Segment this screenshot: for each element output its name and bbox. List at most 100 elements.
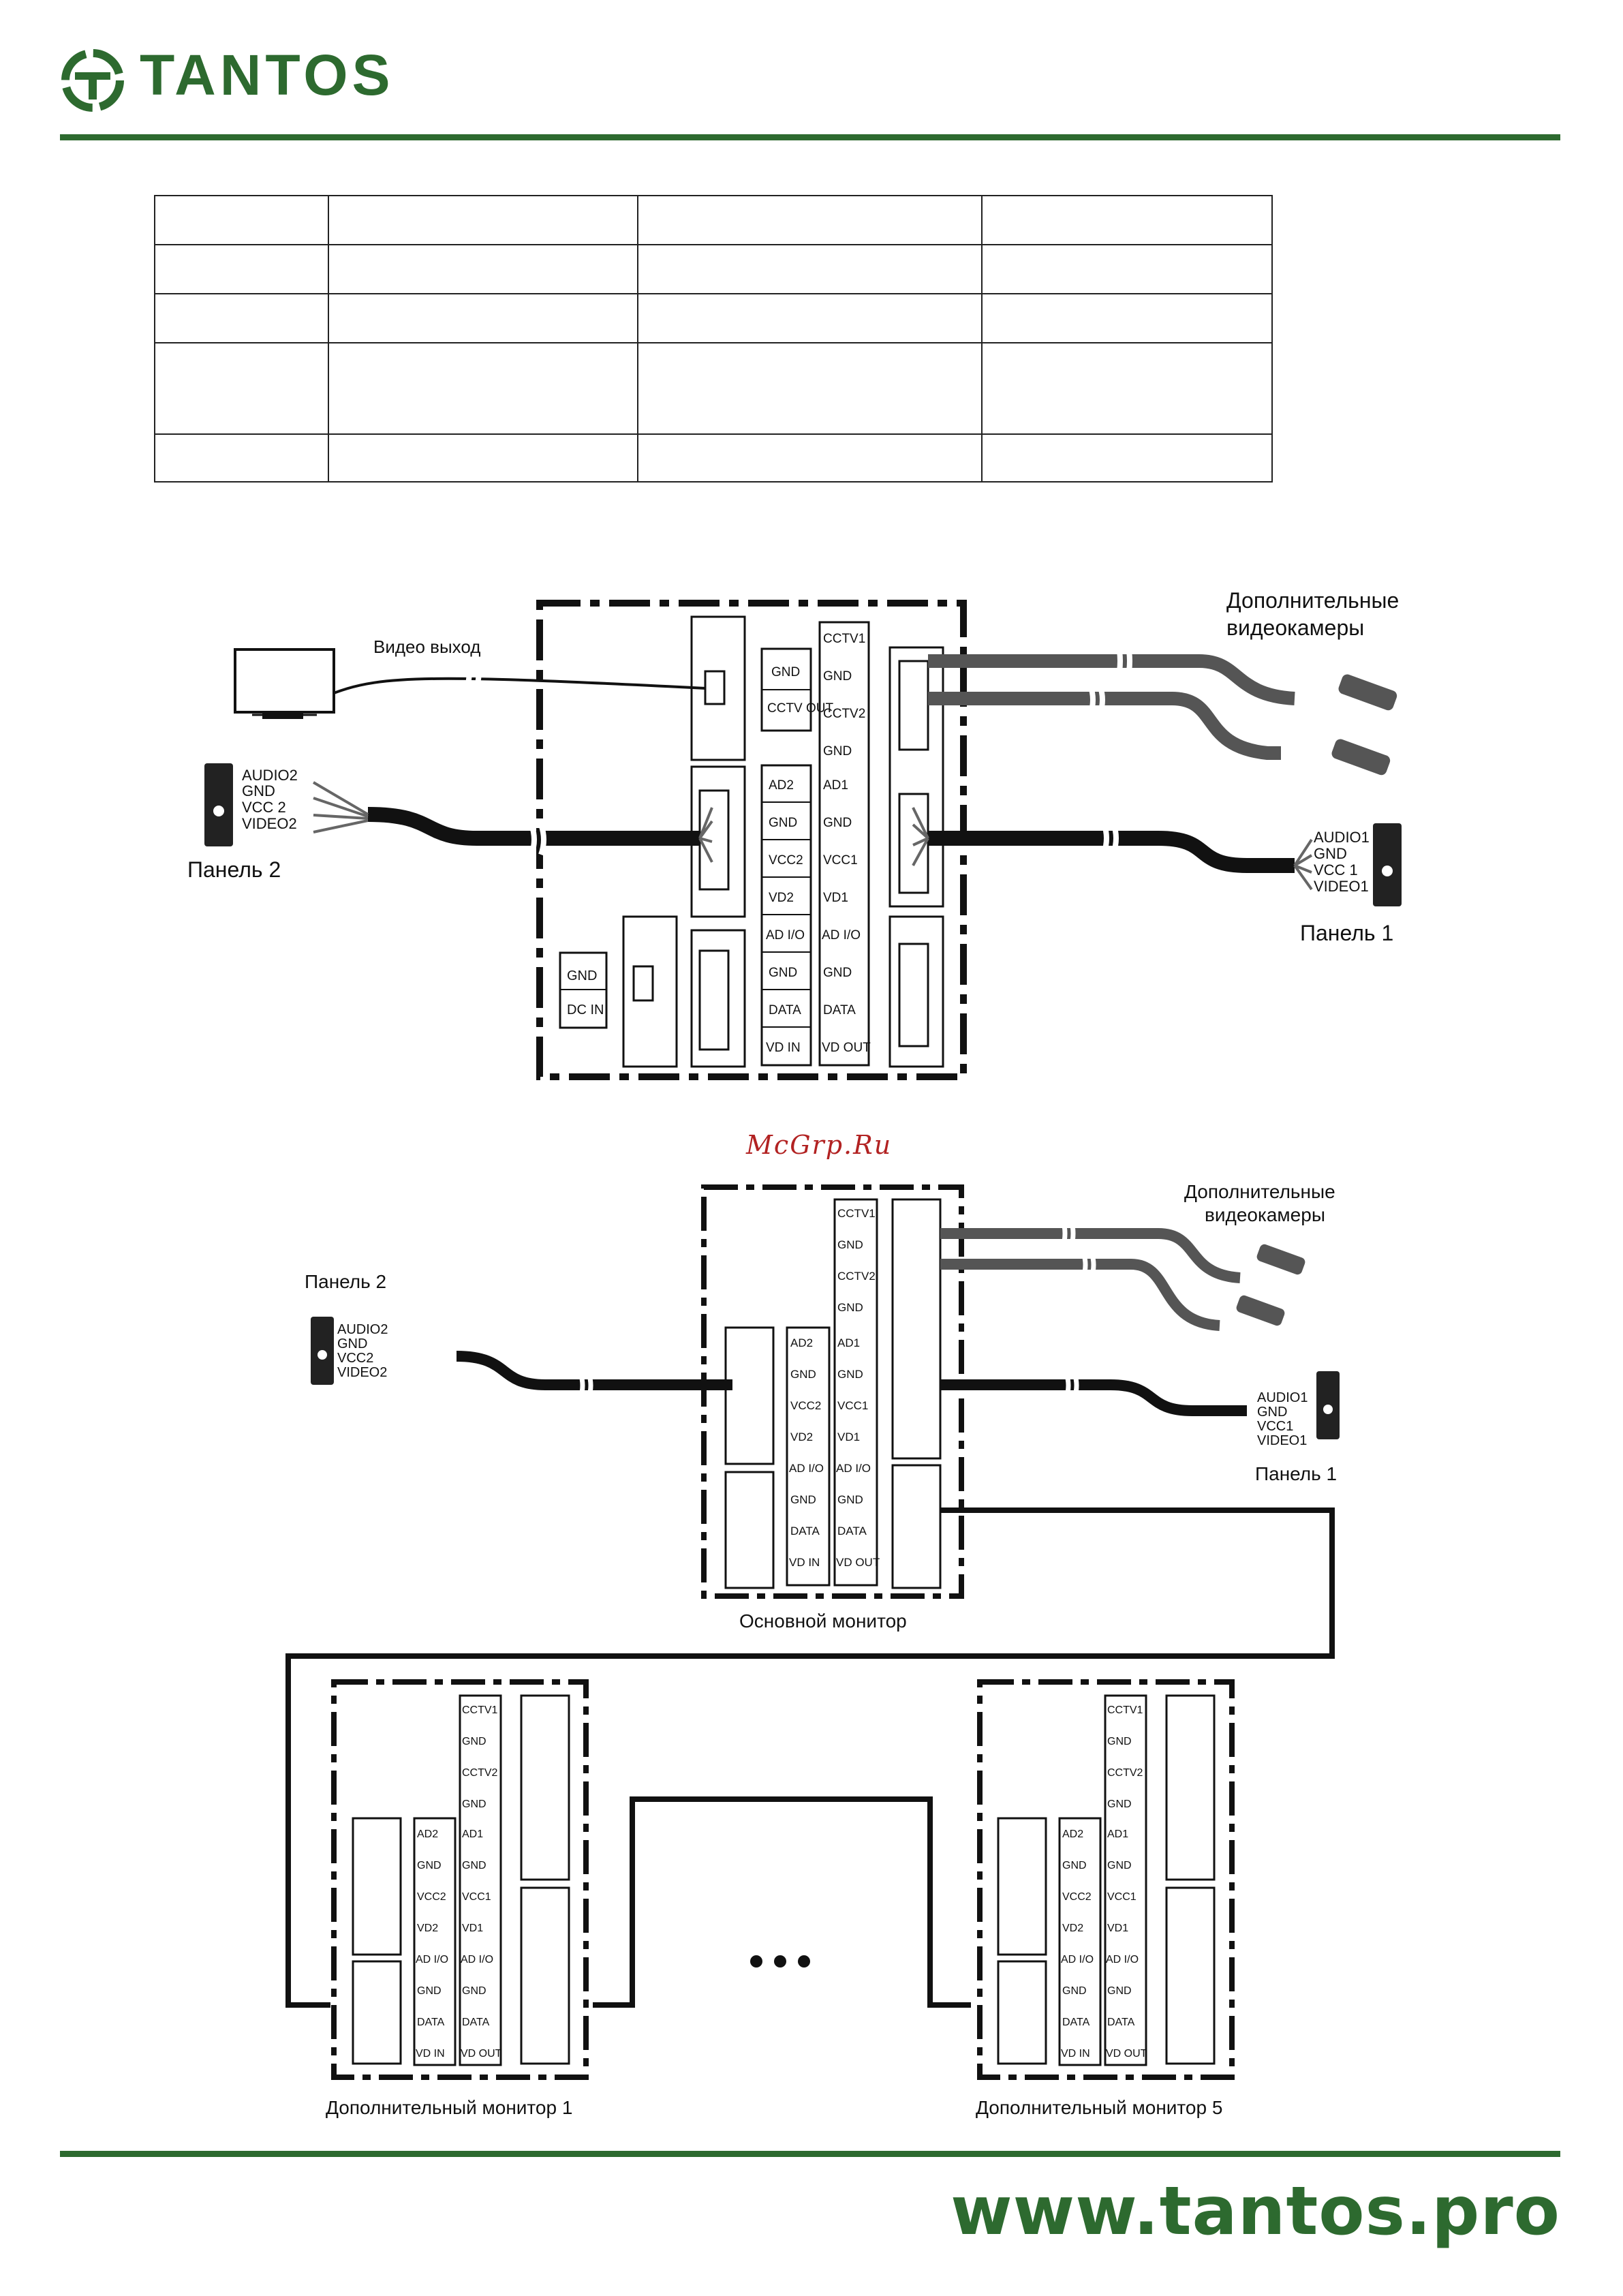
pin-label: VCC1 — [1257, 1419, 1293, 1434]
panel-1-label: Панель 1 — [1255, 1463, 1337, 1484]
pin-label: CCTV1 — [837, 1207, 876, 1220]
table-cell — [328, 433, 638, 483]
table-cell — [154, 342, 329, 435]
connector — [898, 660, 929, 751]
video-out-connector — [704, 670, 726, 705]
pin-label: GND — [1107, 1860, 1132, 1871]
extra-cameras-line: Дополнительные — [1226, 588, 1399, 613]
main-pin-column-right-labels: CCTV1 GND CCTV2 GND AD1 GND VCC1 VD1 AD … — [836, 1207, 880, 1569]
pin-label: AUDIO1 — [1257, 1390, 1308, 1405]
table-cell — [154, 433, 329, 483]
pin-label: GND — [823, 669, 852, 684]
pin-label: GND — [837, 1301, 863, 1314]
m5-pin-column-right-labels: CCTV1 GND CCTV2 GND AD1 GND VCC1 VD1 AD … — [1106, 1704, 1147, 2060]
terminal-block — [622, 915, 678, 1068]
header: TANTOS — [0, 0, 1623, 143]
panel-2-pins: AUDIO2 GND VCC2 VIDEO2 — [337, 1322, 388, 1380]
terminal-block — [1165, 1886, 1216, 2065]
spec-table — [154, 195, 1273, 483]
table-row — [154, 244, 1273, 294]
table-cell — [154, 293, 329, 343]
table-cell — [328, 293, 638, 343]
video-out-label: Видео выход — [373, 637, 480, 657]
table-cell — [328, 244, 638, 294]
tv-screen — [234, 648, 335, 714]
table-row — [154, 342, 1273, 435]
terminal-block — [724, 1471, 775, 1589]
camera-icon — [1236, 1244, 1305, 1326]
table-row — [154, 433, 1273, 483]
pin-label: GND — [462, 1985, 486, 1997]
pin-label: GND — [567, 968, 597, 983]
pin-label: VCC2 — [790, 1399, 821, 1412]
extra-monitor-5-label: Дополнительный монитор 5 — [976, 2097, 1222, 2118]
pin-column-left-labels: AD2 GND VCC2 VD2 AD I/O GND DATA VD IN — [766, 778, 805, 1055]
pin-label: AD I/O — [836, 1462, 871, 1475]
table-row — [154, 293, 1273, 343]
pin-label: VD1 — [837, 1430, 860, 1443]
intercom-panel-icon — [311, 1317, 1340, 1439]
table-cell — [981, 244, 1273, 294]
pin-label: CCTV2 — [462, 1767, 498, 1779]
terminal-block — [352, 1960, 402, 2065]
terminal-block — [888, 915, 944, 1068]
pin-label: DATA — [823, 1003, 856, 1017]
pin-label: VIDEO1 — [1314, 878, 1369, 895]
m1-pin-column-right-labels: CCTV1 GND CCTV2 GND AD1 GND VCC1 VD1 AD … — [461, 1704, 502, 2060]
pin-label: AD I/O — [822, 928, 861, 943]
pin-column-right — [459, 1694, 502, 2066]
pin-label: CCTV1 — [823, 632, 865, 646]
pin-label: AD I/O — [766, 928, 805, 943]
pin-label: AD2 — [769, 778, 794, 793]
pin-label: GND — [1257, 1405, 1287, 1420]
pin-label: GND — [769, 816, 797, 830]
pin-label: CCTV2 — [823, 707, 865, 721]
table-cell — [981, 342, 1273, 435]
table-cell — [637, 433, 983, 483]
table-cell — [981, 433, 1273, 483]
cctv-mid-labels: GND CCTV OUT — [767, 665, 834, 716]
pin-label: GND — [837, 1493, 863, 1506]
pin-label: AD1 — [462, 1828, 483, 1840]
m1-pin-column-left-labels: AD2 GND VCC2 VD2 AD I/O GND DATA VD IN — [416, 1828, 448, 2060]
pin-column-right-labels: CCTV1 GND CCTV2 GND AD1 GND VCC1 VD1 AD … — [822, 632, 871, 1055]
pin-label: VD OUT — [822, 1041, 871, 1055]
terminal-block — [352, 1817, 402, 1956]
pin-label: AUDIO2 — [337, 1322, 388, 1337]
panel-1-label: Панель 1 — [1300, 921, 1393, 945]
terminal-block — [997, 1960, 1047, 2065]
cable-break — [465, 639, 1132, 856]
pin-label: DATA — [790, 1525, 820, 1537]
pin-label: AD1 — [823, 778, 848, 793]
pin-label: GND — [790, 1493, 816, 1506]
website-url[interactable]: www.tantos.pro — [950, 2173, 1560, 2250]
pin-label: VCC1 — [823, 853, 858, 868]
pin-label: GND — [417, 1985, 442, 1997]
table-cell — [154, 195, 329, 245]
pin-label: GND — [462, 1798, 486, 1810]
pin-label: DATA — [769, 1003, 801, 1017]
extra-cameras-line: видеокамеры — [1226, 615, 1364, 640]
pin-label: GND — [1314, 845, 1347, 862]
table-cell — [328, 342, 638, 435]
table-cell — [637, 342, 983, 435]
pin-label: GND — [823, 744, 852, 759]
terminal-block — [520, 1694, 570, 1881]
pin-label: GND — [242, 782, 275, 799]
pin-label: DC IN — [567, 1002, 604, 1017]
tantos-ring-icon — [61, 49, 124, 112]
pin-label: VD IN — [1061, 2048, 1090, 2060]
pin-label: VIDEO1 — [1257, 1433, 1307, 1448]
pin-label: AD I/O — [461, 1954, 493, 1965]
pin-column-right — [818, 621, 870, 1067]
extra-monitor-5-outline — [977, 1679, 1235, 2080]
pin-label: VCC2 — [1062, 1891, 1092, 1903]
pin-label: GND — [790, 1368, 816, 1381]
pin-label: VCC1 — [462, 1891, 491, 1903]
pin-label: GND — [417, 1860, 442, 1871]
pin-label: DATA — [417, 2017, 445, 2028]
brand-logo-text: TANTOS — [140, 43, 395, 107]
terminal-block — [888, 646, 944, 908]
pin-label: DATA — [1062, 2017, 1090, 2028]
pin-label: VD OUT — [461, 2048, 502, 2060]
